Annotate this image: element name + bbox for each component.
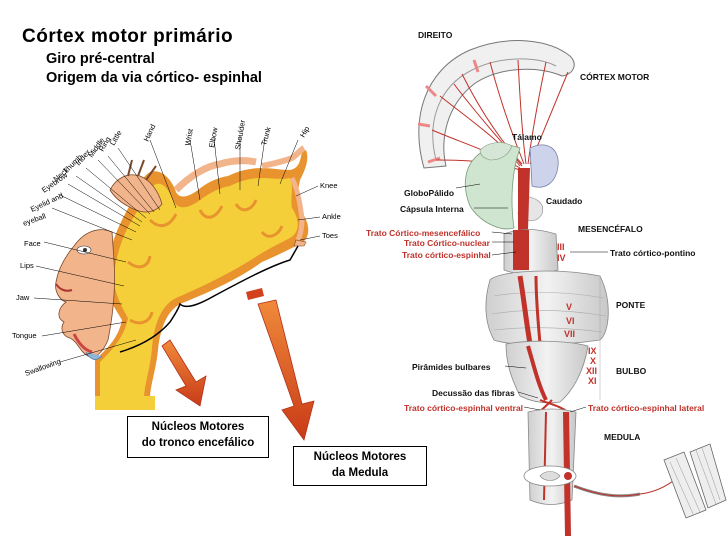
nerve-v: V: [566, 302, 572, 312]
label-caudado: Caudado: [546, 196, 582, 206]
subtitle-giro: Giro pré-central: [46, 51, 155, 67]
label-piramides: Pirâmides bulbares: [412, 362, 491, 372]
spinal-box-line1: Núcleos Motores: [313, 451, 407, 463]
nerve-ix: IX: [588, 346, 597, 356]
label-tongue: Tongue: [12, 331, 37, 340]
label-trato-espinhal: Trato córtico-espinhal: [402, 250, 491, 260]
label-eyeball: eyeball: [22, 211, 48, 228]
subtitle-origem: Origem da via córtico- espinhal: [46, 70, 262, 86]
label-hip: Hip: [298, 125, 311, 139]
label-cortex-motor: CÓRTEX MOTOR: [580, 71, 649, 82]
nerve-vi: VI: [566, 316, 575, 326]
label-swallowing: Swallowing: [24, 357, 62, 378]
label-toes: Toes: [322, 231, 338, 240]
nerve-x: X: [590, 356, 596, 366]
label-talamo: Tálamo: [512, 132, 542, 142]
label-trato-pontino: Trato córtico-pontino: [610, 248, 695, 258]
arrow-to-brainstem: [161, 339, 207, 407]
label-wrist: Wrist: [183, 127, 195, 146]
label-trato-ventral: Trato córtico-espinhal ventral: [404, 403, 523, 413]
page-title: Córtex motor primário: [22, 26, 234, 47]
brainstem-box-line1: Núcleos Motores: [151, 421, 245, 433]
nerve-xii: XII: [586, 366, 597, 376]
brainstem-nuclei-box: Núcleos Motores do tronco encefálico: [127, 416, 269, 458]
nerve-xi: XI: [588, 376, 597, 386]
label-direito: DIREITO: [418, 30, 453, 40]
label-shoulder: Shoulder: [233, 119, 247, 151]
label-elbow: Elbow: [207, 126, 220, 148]
label-trato-mesencefalico: Trato Córtico-mesencefálico: [366, 228, 480, 238]
label-trunk: Trunk: [259, 126, 273, 147]
label-mesencefalo: MESENCÉFALO: [578, 224, 643, 234]
label-capsula-interna: Cápsula Interna: [400, 204, 464, 214]
label-medula: MEDULA: [604, 432, 640, 442]
nerve-iv: IV: [557, 253, 566, 263]
label-decussacao: Decussão das fibras: [432, 388, 515, 398]
spinal-nuclei-box: Núcleos Motores da Medula: [293, 446, 427, 486]
label-ponte: PONTE: [616, 300, 646, 310]
label-bulbo: BULBO: [616, 366, 647, 376]
label-globo-palido: GloboPálido: [404, 188, 454, 198]
label-jaw: Jaw: [16, 293, 30, 302]
label-lips: Lips: [20, 261, 34, 270]
label-trato-lateral: Trato córtico-espinhal lateral: [588, 403, 704, 413]
label-ankle: Ankle: [322, 212, 341, 221]
label-trato-nuclear: Trato Córtico-nuclear: [404, 238, 491, 248]
motor-cortex-section: Little Ring Middle Index Thumb Neck Eyeb…: [12, 119, 341, 410]
label-eyelid: Eyelid and: [29, 191, 65, 214]
label-hand: Hand: [142, 123, 158, 143]
muscle-fibers: [663, 443, 727, 519]
brainstem-box-line2: do tronco encefálico: [141, 437, 255, 449]
nerve-vii: VII: [564, 329, 575, 339]
label-face: Face: [24, 239, 41, 248]
arrow-to-spinal-cord: [246, 288, 315, 441]
pathway-diagram: DIREITO CÓRTEX MOTOR Tálamo GloboPálido …: [366, 30, 727, 537]
nerve-iii: III: [557, 242, 565, 252]
spinal-box-line2: da Medula: [331, 467, 389, 479]
label-little: Little: [108, 129, 124, 147]
label-knee: Knee: [320, 181, 338, 190]
